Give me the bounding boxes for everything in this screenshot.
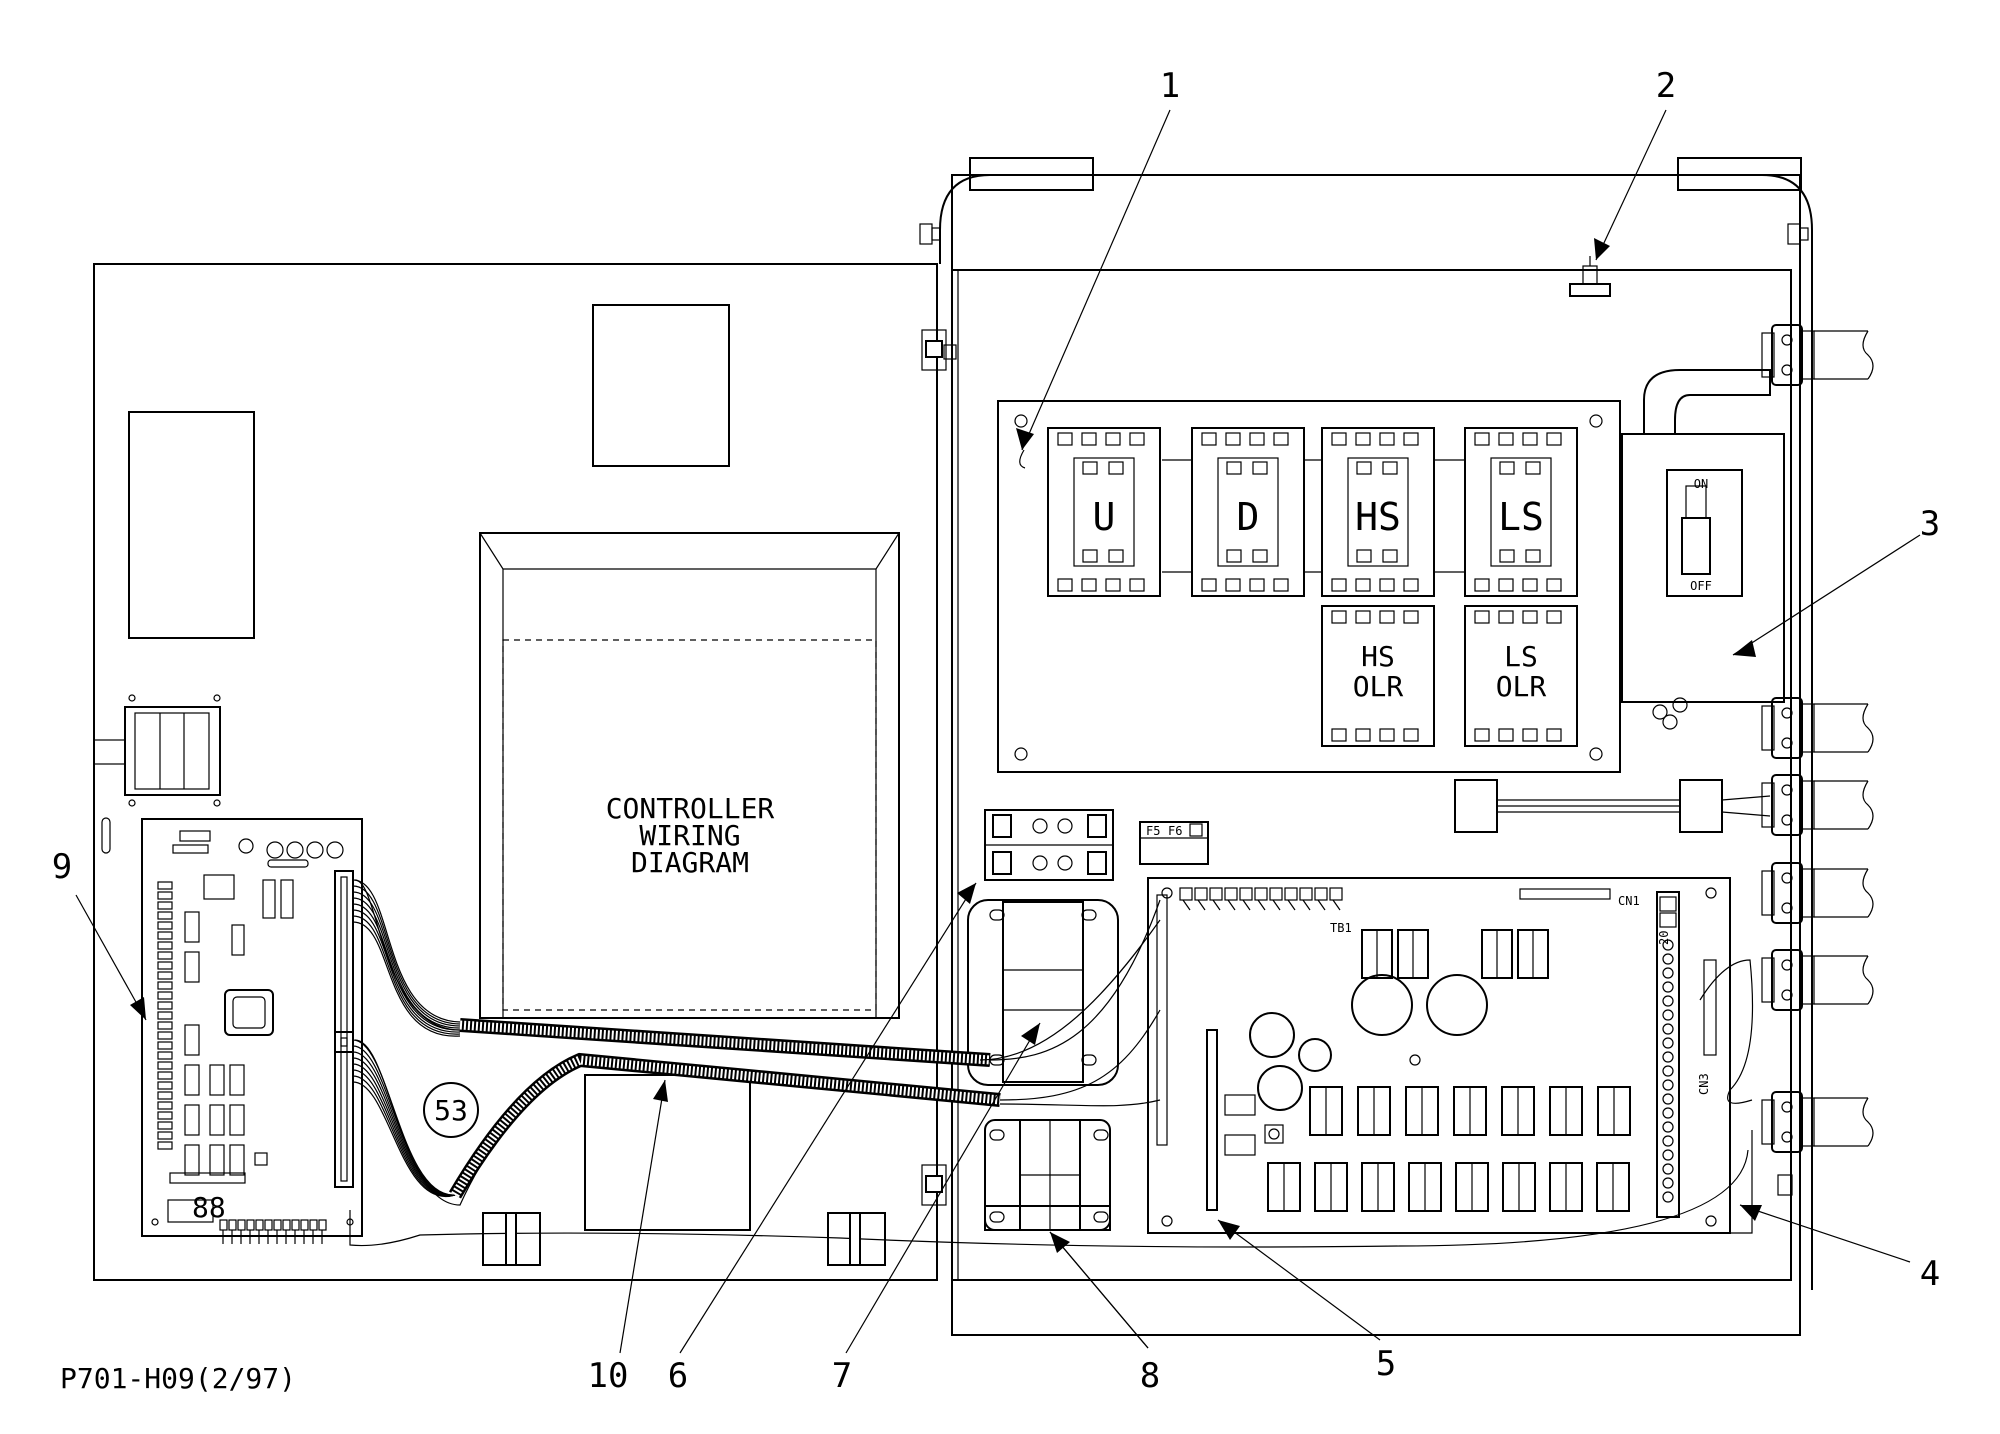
floor-clips [482,1212,886,1266]
contactor-high-speed: HS [1321,427,1435,597]
fuse-f5-label: F5 [1146,824,1160,838]
callout-5: 5 [1376,1344,1396,1384]
callout-2: 2 [1656,66,1676,106]
harness-cable [349,879,1749,1248]
overload-ls-label-1: LS [1504,640,1538,673]
door-hinges [921,329,947,1206]
cn1-label: CN1 [1618,894,1640,908]
switch-on-label: ON [1694,477,1708,491]
door-lower-plate [584,1074,751,1231]
switch-off-label: OFF [1690,579,1712,593]
contactor-down-label: D [1237,495,1260,539]
cn3-label: CN3 [1697,1073,1711,1095]
wiring-diagram-label-3: DIAGRAM [631,846,749,879]
contactor-high-speed-label: HS [1355,495,1401,539]
conduit-entrance [1761,324,1874,386]
tag-circle [423,1082,479,1138]
overload-hs-label-2: OLR [1353,670,1404,703]
control-transformer [967,899,1119,1086]
wiring-diagram-label-1: CONTROLLER [606,792,775,825]
terminal-block [984,809,1114,881]
small-transformer [984,1119,1111,1231]
conduit-entrance [1761,697,1874,759]
pin-20-label: 20 [1657,931,1671,945]
fuse-f6-label: F6 [1168,824,1182,838]
contactor-low-speed-label: LS [1498,495,1544,539]
conduit-entrance [1761,862,1874,924]
disconnect-switch: ON OFF [1621,369,1785,730]
callout-8: 8 [1140,1356,1160,1396]
overload-ls-label-2: OLR [1496,670,1547,703]
tag-number: 53 [434,1094,468,1127]
drawing-id: P701-H09(2/97) [60,1362,296,1395]
callout-6: 6 [668,1356,688,1396]
svg-text:88: 88 [192,1191,226,1224]
contactor-low-speed: LS [1464,427,1578,597]
tb1-label: TB1 [1330,921,1352,935]
side-bolts [919,223,1809,1196]
conduit-entrance [1761,774,1874,836]
door-top-plate [592,304,730,467]
callout-10: 10 [588,1356,629,1396]
door-label-plate [128,411,255,639]
callout-numbers: 1 2 3 4 5 6 7 8 9 10 [52,66,1940,1396]
ground-stud [1569,256,1611,297]
open-door: CONTROLLER WIRING DIAGRAM 53 [93,263,938,1281]
conduit-entrance [1761,1091,1874,1153]
callout-3: 3 [1920,504,1940,544]
door-latch [93,694,221,807]
contactor-down: D [1191,427,1305,597]
callout-4: 4 [1920,1254,1940,1294]
wiring-diagram-label-2: WIRING [639,819,740,852]
contactor-up-label: U [1093,495,1116,539]
wiring-diagram-pocket: CONTROLLER WIRING DIAGRAM [479,532,900,1019]
relay-board: TB1 CN1 CN3 20 [1147,877,1753,1234]
callout-1: 1 [1160,66,1180,106]
callout-leaders [75,109,1921,1354]
contactor-up: U [1047,427,1161,597]
callout-7: 7 [832,1356,852,1396]
callout-9: 9 [52,847,72,887]
overload-hs-label-1: HS [1361,640,1395,673]
harness-top [1454,779,1771,833]
conduit-entrance [1761,949,1874,1011]
fuse-block: F5 F6 [1139,821,1209,865]
main-controller-board: 88 [141,818,461,1244]
